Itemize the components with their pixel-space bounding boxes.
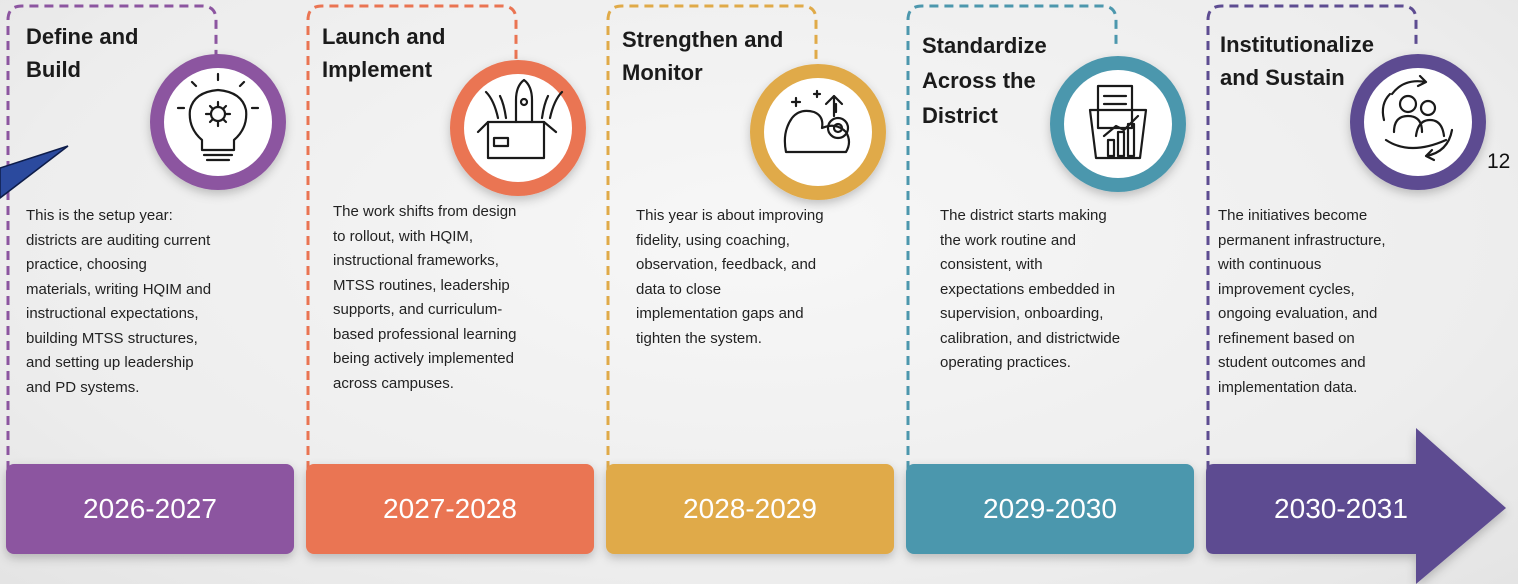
- year-bar-4: [906, 464, 1194, 554]
- phase-frame-3: [606, 4, 818, 470]
- desc-line: and setting up leadership: [26, 354, 194, 371]
- desc-line: MTSS routines, leadership: [333, 276, 510, 294]
- desc-line: The initiatives become: [1218, 207, 1368, 224]
- people-cycle-icon: [1381, 74, 1454, 162]
- year-arrow-5: [1206, 428, 1506, 584]
- phase-title-1-line1: Define and: [26, 24, 139, 49]
- phase-desc-1: This is the setup year: districts are au…: [26, 204, 211, 400]
- phase-title-4-line3: District: [922, 103, 998, 128]
- phase-title-2-line1: Launch and: [322, 24, 446, 49]
- desc-line: data to close: [636, 280, 722, 298]
- phase-title-5-line1: Institutionalize: [1220, 32, 1374, 57]
- desc-line: tighten the system.: [636, 329, 762, 347]
- page-number: 12: [1487, 150, 1511, 173]
- year-label-1: 2026-2027: [83, 493, 217, 524]
- year-bar-1: [6, 464, 294, 554]
- desc-line: The work shifts from design: [333, 203, 517, 220]
- phase-title-1: Define and Build: [26, 20, 138, 86]
- year-label-5: 2030-2031: [1274, 493, 1408, 524]
- lightbulb-gear-icon: [176, 72, 260, 162]
- icon-circle-3: [750, 64, 886, 200]
- desc-line: based professional learning: [333, 325, 517, 343]
- desc-line: supports, and curriculum-: [333, 301, 503, 318]
- phase-title-3-line1: Strengthen and: [622, 27, 784, 52]
- desc-line: implementation data.: [1218, 378, 1358, 396]
- desc-line: instructional expectations,: [26, 305, 199, 322]
- phase-title-4-line2: Across the: [922, 68, 1036, 93]
- desc-line: and PD systems.: [26, 378, 140, 396]
- callout-pointer: [0, 145, 69, 199]
- desc-line: instructional frameworks,: [333, 252, 499, 269]
- desc-line: calibration, and districtwide: [940, 329, 1121, 347]
- desc-line: ongoing evaluation, and: [1218, 305, 1378, 322]
- desc-line: practice, choosing: [26, 256, 147, 273]
- icon-circle-4: [1050, 56, 1186, 192]
- year-bar-3: [606, 464, 894, 554]
- desc-line: observation, feedback, and: [636, 256, 817, 273]
- desc-line: the work routine and: [940, 231, 1076, 249]
- desc-line: operating practices.: [940, 354, 1071, 371]
- phase-title-3-line2: Monitor: [622, 60, 703, 85]
- desc-line: materials, writing HQIM and: [26, 280, 212, 298]
- phase-frame-5: [1206, 4, 1418, 470]
- phase-title-2-line2: Implement: [322, 57, 433, 82]
- document-chart-icon: [1088, 84, 1148, 160]
- desc-line: districts are auditing current: [26, 231, 211, 249]
- desc-line: expectations embedded in: [940, 280, 1116, 298]
- desc-line: to rollout, with HQIM,: [333, 227, 474, 245]
- year-label-3: 2028-2029: [683, 493, 817, 524]
- phase-frame-1: [6, 4, 218, 470]
- desc-line: building MTSS structures,: [26, 329, 198, 347]
- desc-line: improvement cycles,: [1218, 280, 1355, 298]
- desc-line: being actively implemented: [333, 350, 514, 367]
- desc-line: fidelity, using coaching,: [636, 231, 790, 249]
- desc-line: across campuses.: [333, 374, 454, 392]
- phase-title-4: Standardize Across the District: [922, 28, 1047, 133]
- phase-desc-2: The work shifts from design to rollout, …: [333, 200, 516, 396]
- phase-title-5-line2: and Sustain: [1220, 65, 1345, 90]
- phase-title-1-line2: Build: [26, 57, 81, 82]
- phase-desc-3: This year is about improving fidelity, u…: [636, 204, 824, 351]
- phase-title-5: Institutionalize and Sustain: [1220, 28, 1374, 94]
- desc-line: permanent infrastructure,: [1218, 231, 1386, 249]
- desc-line: This is the setup year:: [26, 207, 173, 224]
- year-bar-2: [306, 464, 594, 554]
- icon-circle-5: [1350, 54, 1486, 190]
- phase-frame-2: [306, 4, 518, 470]
- desc-line: student outcomes and: [1218, 354, 1366, 371]
- phase-title-4-line1: Standardize: [922, 33, 1047, 58]
- desc-line: refinement based on: [1218, 329, 1355, 347]
- phase-title-2: Launch and Implement: [322, 20, 445, 86]
- phase-frame-4: [906, 4, 1118, 470]
- phase-desc-4: The district starts making the work rout…: [940, 204, 1120, 376]
- year-label-4: 2029-2030: [983, 493, 1117, 524]
- desc-line: with continuous: [1218, 256, 1322, 273]
- desc-line: implementation gaps and: [636, 305, 804, 322]
- year-label-2: 2027-2028: [383, 493, 517, 524]
- desc-line: The district starts making: [940, 207, 1107, 224]
- rocket-launch-icon: [476, 78, 564, 160]
- strength-gear-icon: [783, 89, 851, 154]
- desc-line: This year is about improving: [636, 207, 824, 224]
- phase-title-3: Strengthen and Monitor: [622, 23, 783, 89]
- phase-desc-5: The initiatives become permanent infrast…: [1218, 204, 1386, 400]
- desc-line: supervision, onboarding,: [940, 305, 1104, 322]
- icon-circle-2: [450, 60, 586, 196]
- desc-line: consistent, with: [940, 256, 1043, 273]
